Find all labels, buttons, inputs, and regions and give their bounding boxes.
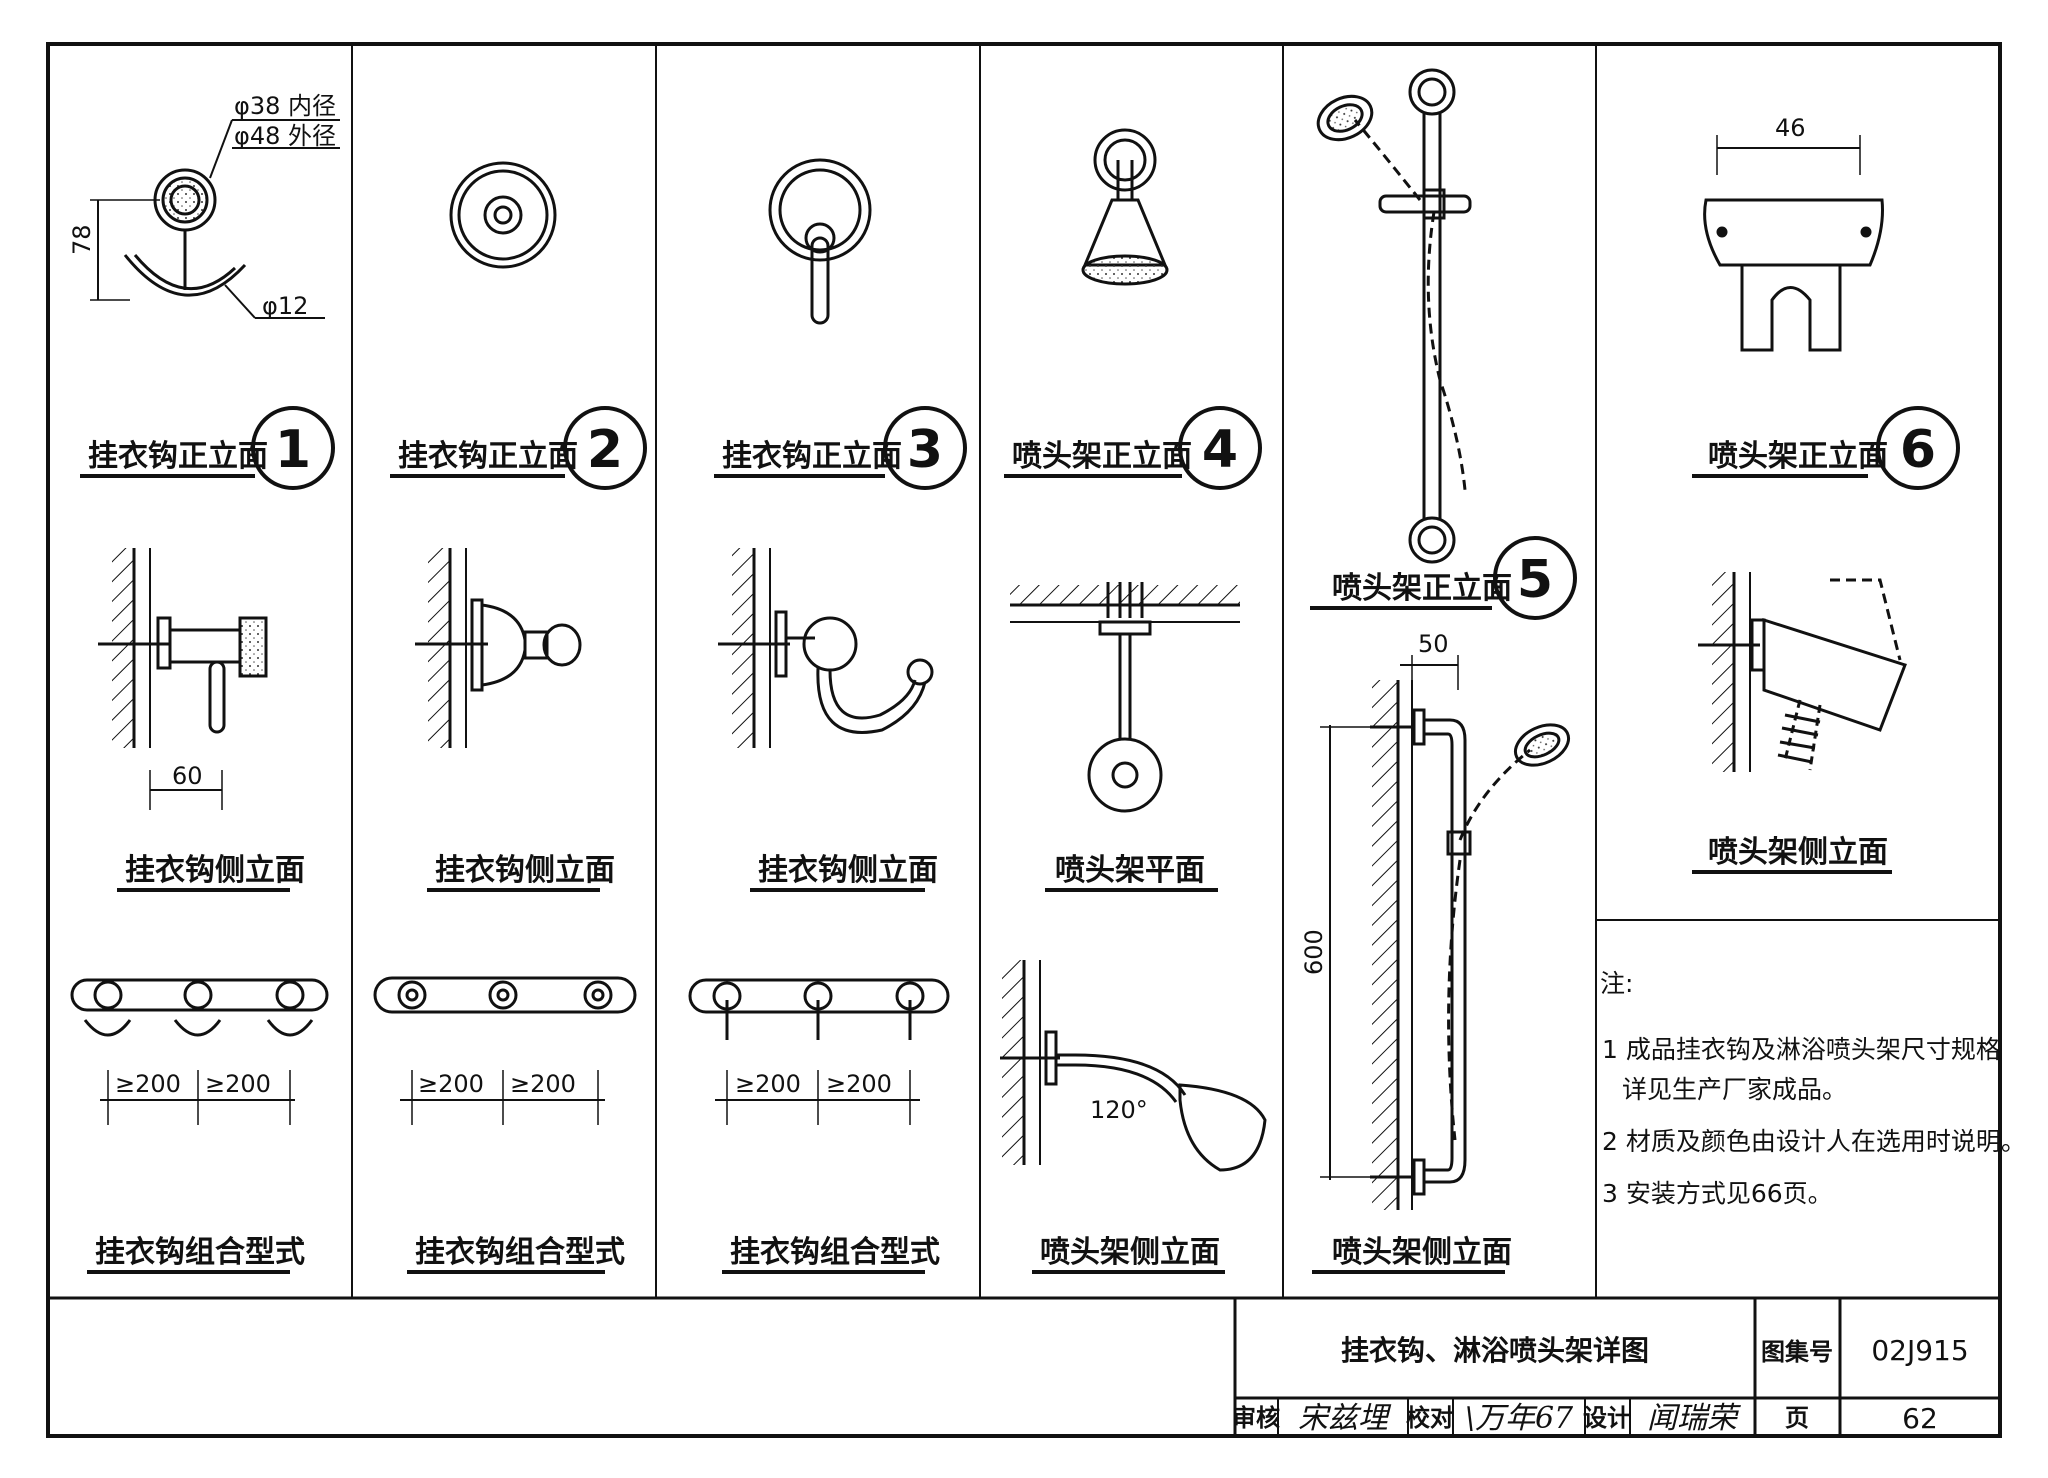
shower-5-side-drawing bbox=[1320, 655, 1570, 1210]
detail-number-4: 4 bbox=[1202, 420, 1238, 480]
spacing-2a: ≥200 bbox=[418, 1070, 484, 1098]
detail-number-circle-6 bbox=[1876, 406, 1960, 490]
spacing-3a: ≥200 bbox=[735, 1070, 801, 1098]
detail-number-3: 3 bbox=[907, 420, 943, 480]
note-1a: 1 成品挂衣钩及淋浴喷头架尺寸规格 bbox=[1602, 1035, 2001, 1064]
front-title-3: 挂衣钩正立面 bbox=[722, 439, 902, 474]
panel-5: 喷头架正立面 5 50 600 喷头架侧立面 bbox=[1300, 68, 1577, 1274]
side-title-1: 挂衣钩侧立面 bbox=[125, 853, 305, 888]
shower-6-side-drawing bbox=[1698, 572, 1907, 772]
side-title-4: 喷头架侧立面 bbox=[1040, 1235, 1220, 1270]
side-title-3: 挂衣钩侧立面 bbox=[758, 853, 938, 888]
detail-number-2: 2 bbox=[587, 420, 623, 480]
combo-title-3: 挂衣钩组合型式 bbox=[730, 1235, 940, 1270]
hook-3-front-drawing bbox=[768, 158, 872, 325]
side-title-6: 喷头架侧立面 bbox=[1708, 835, 1888, 870]
panel-2: 挂衣钩正立面 2 挂衣钩侧立面 ≥200 ≥200 挂衣钩组合 bbox=[373, 161, 647, 1274]
panel-4: 喷头架正立面 4 喷头架平面 120° 喷头架侧立面 bbox=[1000, 128, 1267, 1274]
dim-outer-diameter: φ48 外径 bbox=[234, 122, 336, 150]
dim-offset-5: 50 bbox=[1418, 630, 1449, 658]
hook-2-combination-drawing bbox=[373, 976, 637, 1125]
detail-number-5: 5 bbox=[1517, 550, 1553, 610]
review-signature: 宋兹埋 bbox=[1298, 1401, 1392, 1436]
shower-4-plan-drawing bbox=[1010, 582, 1240, 813]
design-signature: 闻瑞荣 bbox=[1647, 1401, 1741, 1436]
atlas-number: 02J915 bbox=[1871, 1334, 1968, 1367]
review-label: 审核 bbox=[1232, 1404, 1280, 1432]
detail-number-1: 1 bbox=[275, 420, 311, 480]
front-title-5: 喷头架正立面 bbox=[1332, 571, 1512, 606]
detail-number-circle-3 bbox=[883, 406, 967, 490]
front-title-2: 挂衣钩正立面 bbox=[398, 439, 578, 474]
title-block: 挂衣钩、淋浴喷头架详图 图集号 02J915 审核 宋兹埋 校对 \万年67 设… bbox=[1232, 1296, 2002, 1438]
dim-inner-diameter: φ38 内径 bbox=[234, 92, 336, 120]
detail-number-circle-1 bbox=[251, 406, 335, 490]
panel-6: 46 喷头架正立面 6 喷头架侧立面 注: 1 成品挂衣钩及淋浴喷头架尺寸规格 … bbox=[1600, 114, 2026, 1208]
spacing-2b: ≥200 bbox=[510, 1070, 576, 1098]
shower-5-front-drawing bbox=[1316, 68, 1472, 564]
plan-title-4: 喷头架平面 bbox=[1055, 853, 1205, 888]
detail-number-6: 6 bbox=[1900, 420, 1936, 480]
hook-2-side-drawing bbox=[415, 548, 582, 748]
check-label: 校对 bbox=[1406, 1404, 1454, 1432]
detail-number-circle-2 bbox=[563, 406, 647, 490]
page-number: 62 bbox=[1902, 1402, 1938, 1435]
front-title-4: 喷头架正立面 bbox=[1012, 439, 1192, 474]
page-label: 页 bbox=[1785, 1404, 1809, 1432]
shower-4-front-drawing bbox=[1081, 128, 1169, 286]
combo-title-2: 挂衣钩组合型式 bbox=[415, 1235, 625, 1270]
side-title-5: 喷头架侧立面 bbox=[1332, 1235, 1512, 1270]
front-title-6: 喷头架正立面 bbox=[1708, 439, 1888, 474]
note-1b: 详见生产厂家成品。 bbox=[1622, 1075, 1847, 1104]
combo-title-1: 挂衣钩组合型式 bbox=[95, 1235, 305, 1270]
panel-3: 挂衣钩正立面 3 挂衣钩侧立面 ≥200 bbox=[688, 158, 967, 1274]
hook-2-front-drawing bbox=[449, 161, 557, 269]
atlas-label: 图集号 bbox=[1761, 1338, 1833, 1366]
dim-length-5: 600 bbox=[1300, 929, 1328, 975]
spacing-1a: ≥200 bbox=[115, 1070, 181, 1098]
hook-3-combination-drawing bbox=[688, 978, 950, 1125]
angle-label-4: 120° bbox=[1090, 1096, 1148, 1124]
note-2: 2 材质及颜色由设计人在选用时说明。 bbox=[1602, 1127, 2026, 1156]
front-title-1: 挂衣钩正立面 bbox=[88, 439, 268, 474]
check-signature: \万年67 bbox=[1465, 1401, 1574, 1436]
design-label: 设计 bbox=[1583, 1404, 1631, 1432]
hook-1-front-drawing bbox=[90, 119, 340, 319]
detail-number-circle-4 bbox=[1178, 406, 1262, 490]
sheet-frame bbox=[46, 42, 2002, 1438]
spacing-1b: ≥200 bbox=[205, 1070, 271, 1098]
drawing-title: 挂衣钩、淋浴喷头架详图 bbox=[1341, 1334, 1649, 1367]
hook-3-side-drawing bbox=[718, 548, 934, 748]
detail-number-circle-5 bbox=[1493, 536, 1577, 620]
hook-1-combination-drawing bbox=[70, 978, 329, 1125]
spacing-3b: ≥200 bbox=[826, 1070, 892, 1098]
dim-hook-diameter: φ12 bbox=[262, 292, 308, 320]
dim-hook-height: 78 bbox=[68, 224, 96, 255]
note-3: 3 安装方式见66页。 bbox=[1602, 1179, 1833, 1208]
shower-4-side-drawing bbox=[1000, 960, 1267, 1172]
shower-6-front-drawing bbox=[1703, 135, 1884, 352]
dim-width-6: 46 bbox=[1775, 114, 1806, 142]
hook-1-side-drawing bbox=[98, 548, 268, 810]
notes-heading: 注: bbox=[1600, 969, 1633, 998]
notes: 注: 1 成品挂衣钩及淋浴喷头架尺寸规格 详见生产厂家成品。 2 材质及颜色由设… bbox=[1600, 969, 2026, 1208]
dim-hook-depth: 60 bbox=[172, 762, 203, 790]
side-title-2: 挂衣钩侧立面 bbox=[435, 853, 615, 888]
panel-1: φ38 内径 φ48 外径 78 φ12 挂衣钩正立面 1 60 挂衣钩侧立面 bbox=[68, 92, 340, 1274]
